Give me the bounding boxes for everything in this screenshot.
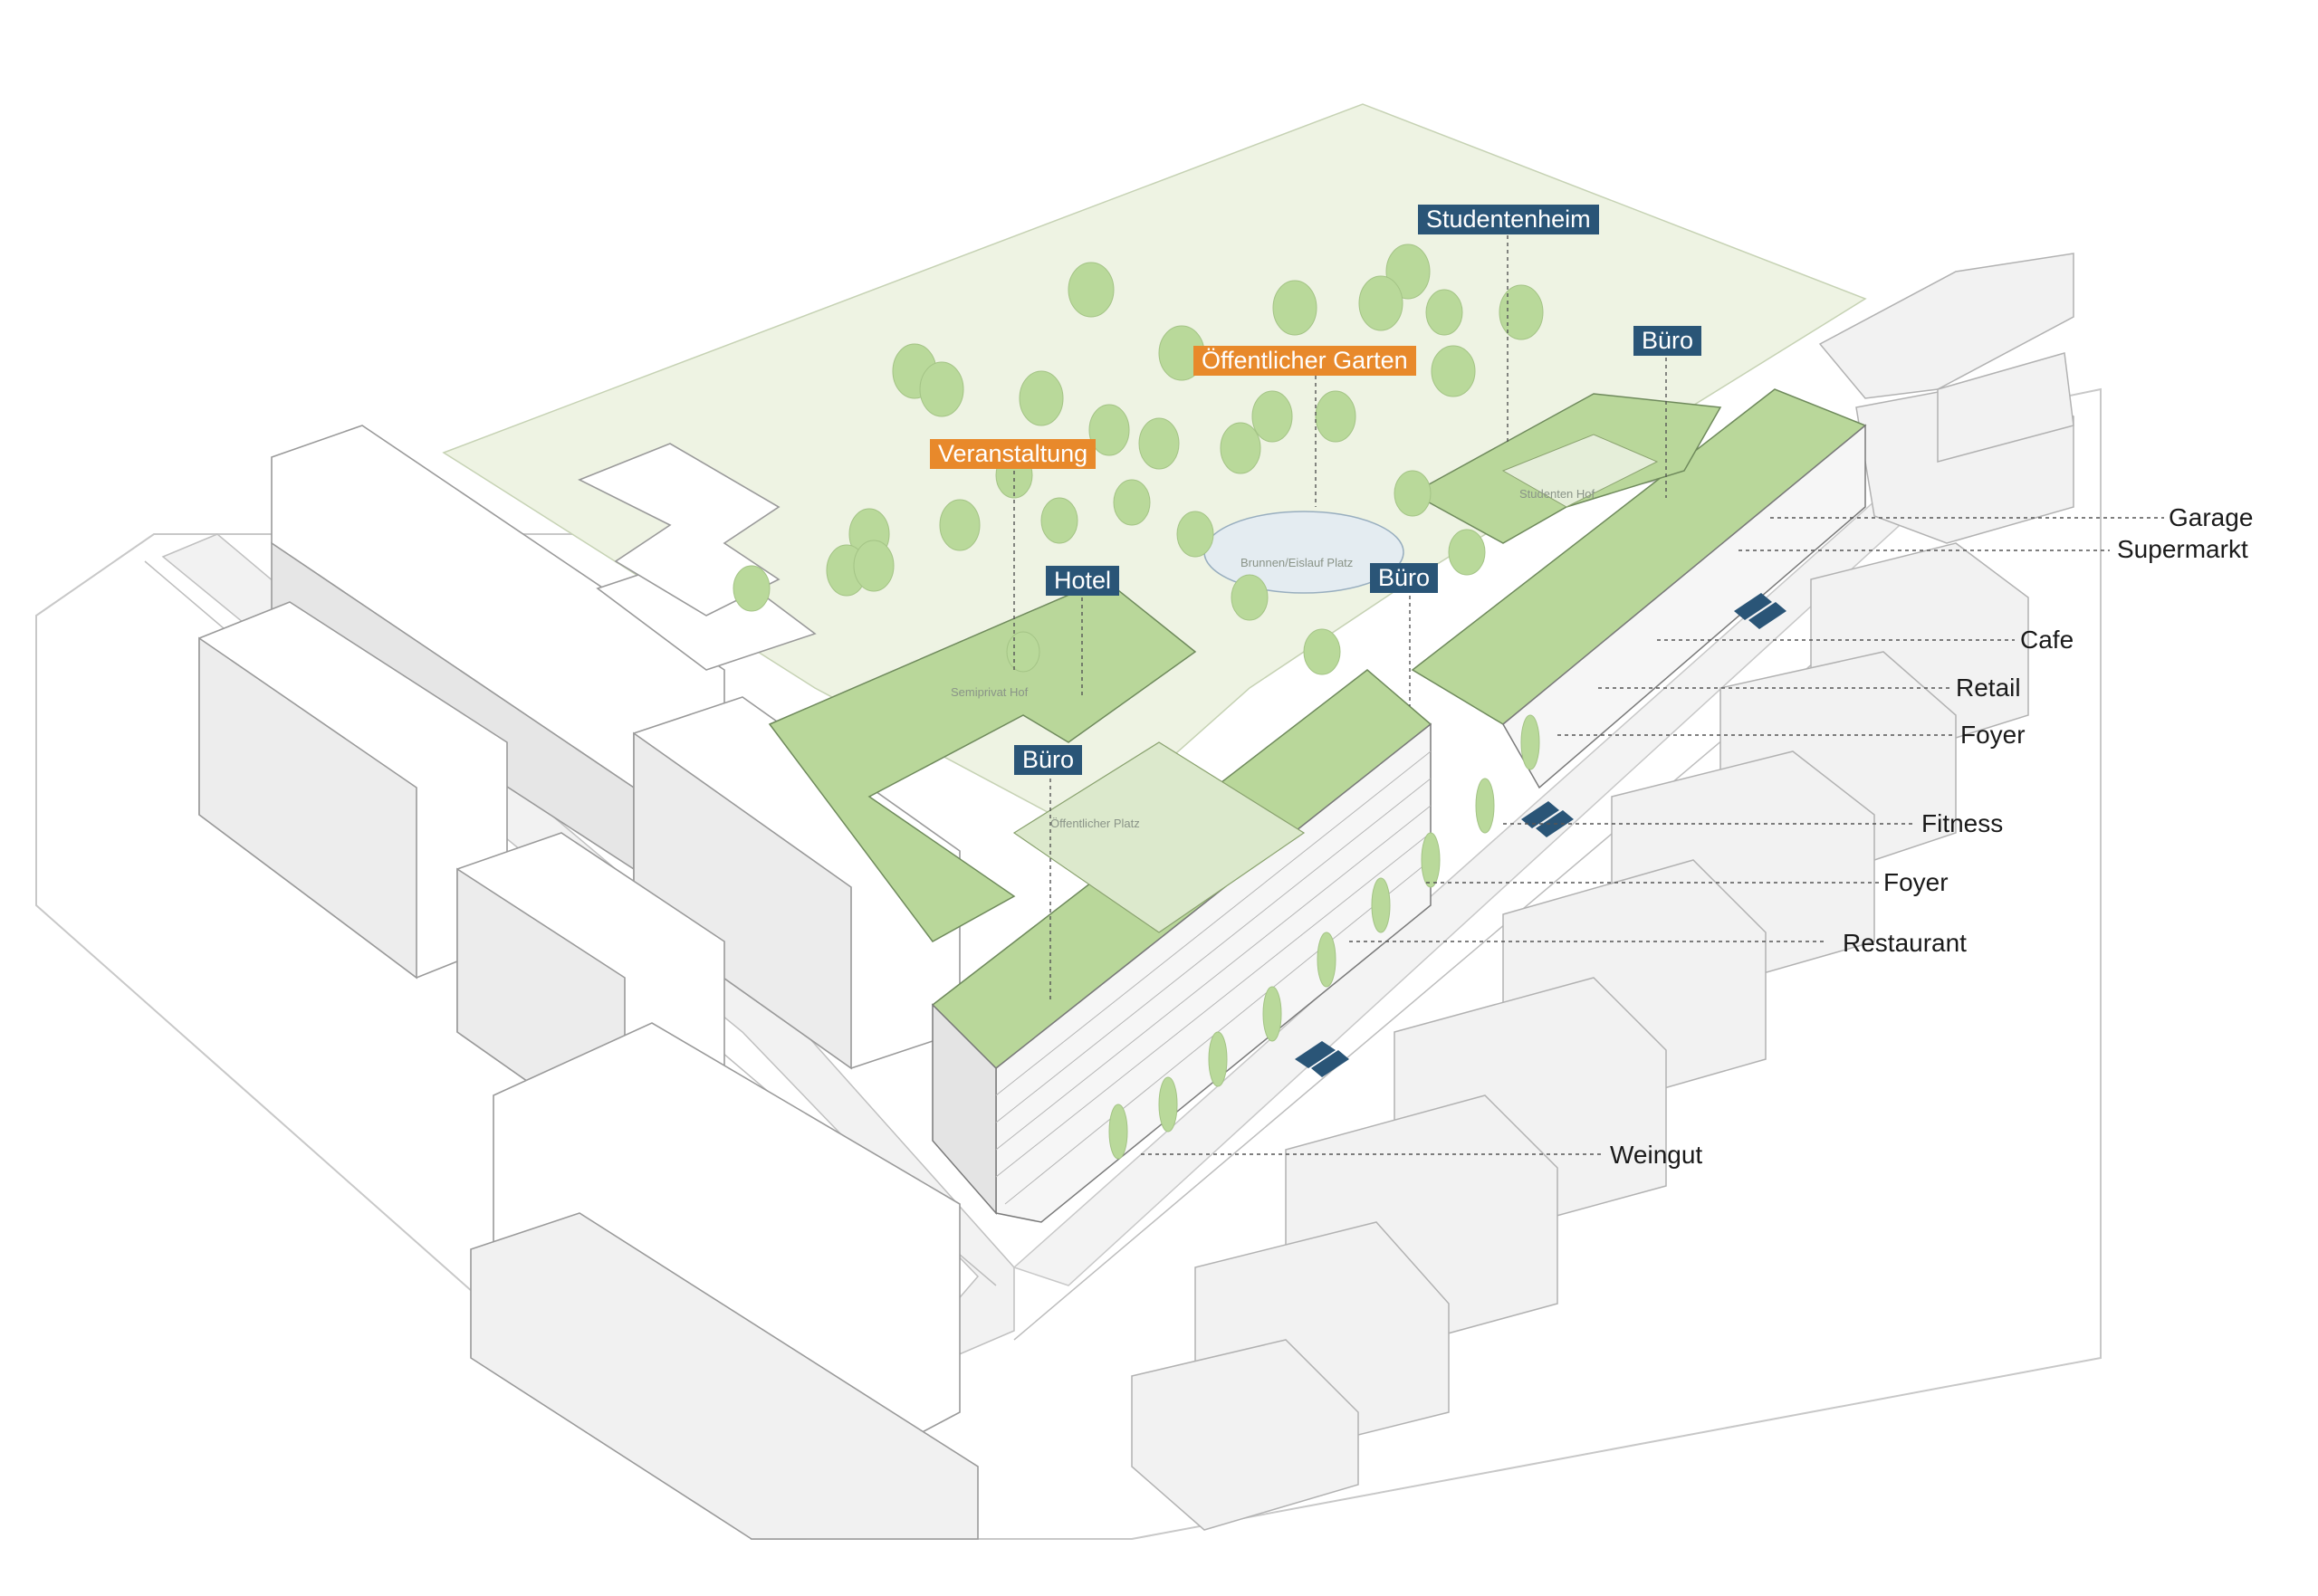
street-tree	[1475, 778, 1495, 834]
tag-veranstaltung: Veranstaltung	[930, 439, 1097, 469]
street-tree	[1208, 1031, 1228, 1087]
tree	[1040, 497, 1078, 544]
street-tree	[1108, 1104, 1128, 1160]
street-tree	[1317, 932, 1336, 988]
entrance-marker	[1734, 593, 1772, 620]
callout-cafe: Cafe	[2020, 626, 2074, 654]
entrance-markers	[1295, 593, 1786, 1077]
tree	[1220, 422, 1261, 474]
oeffentlicher-platz-label: Öffentlicher Platz	[1050, 817, 1140, 830]
callout-garage: Garage	[2169, 503, 2254, 531]
entrance-marker	[1311, 1050, 1349, 1077]
neighbor-block	[578, 443, 781, 616]
tree	[1431, 345, 1476, 397]
neighbor-block	[1131, 1339, 1359, 1531]
tree	[939, 499, 981, 551]
tree	[1272, 280, 1317, 336]
tag-buero-lower: Büro	[1014, 745, 1083, 775]
street-tree	[1158, 1076, 1178, 1132]
tree	[1006, 631, 1040, 673]
neighbor-block	[633, 731, 852, 1070]
callout-supermarkt: Supermarkt	[2117, 535, 2248, 563]
tree	[1231, 574, 1269, 621]
tree	[1358, 275, 1403, 331]
tree	[1315, 390, 1356, 443]
neighbor-block	[1937, 352, 2074, 463]
tree	[1068, 262, 1115, 318]
courtyard-platz	[1012, 741, 1306, 933]
street-tree	[1520, 714, 1540, 770]
tree	[1425, 289, 1463, 336]
tag-buero-upper: Büro	[1633, 326, 1702, 356]
tree	[1303, 628, 1341, 675]
tree	[1394, 470, 1432, 517]
neighbor-blocks-left	[198, 425, 979, 1540]
roof-green-left-wing	[768, 578, 1197, 942]
entrance-marker	[1521, 801, 1559, 828]
facade-stripe	[995, 750, 1432, 1096]
facade-stripe	[995, 832, 1432, 1178]
neighbor-blocks-right	[1131, 253, 2074, 1531]
street-tree	[1262, 986, 1282, 1042]
facade-stripe	[995, 805, 1432, 1151]
tag-buero-middle: Büro	[1370, 563, 1439, 593]
callout-foyer-lower: Foyer	[1883, 868, 1949, 896]
project-buildings	[768, 388, 1867, 1223]
callout-weingut: Weingut	[1610, 1141, 1703, 1169]
neighbor-block	[198, 636, 417, 980]
tree	[1448, 529, 1486, 576]
semiprivat-hof-label: Semiprivat Hof	[951, 685, 1029, 699]
entrance-marker	[1295, 1041, 1336, 1068]
end-facade-lower-block	[932, 1003, 997, 1215]
callout-fitness: Fitness	[1921, 809, 2004, 837]
entrance-marker	[1748, 602, 1786, 629]
tag-hotel: Hotel	[1046, 566, 1120, 596]
tag-studentenheim: Studentenheim	[1418, 205, 1599, 234]
tree	[1019, 370, 1064, 426]
trees	[733, 244, 1544, 1160]
tree	[1176, 511, 1214, 558]
tree	[1138, 417, 1180, 470]
tree	[733, 565, 771, 612]
street-tree	[1371, 877, 1391, 933]
callout-restaurant: Restaurant	[1843, 929, 1967, 957]
tree	[1251, 390, 1293, 443]
tree	[1088, 404, 1130, 456]
neighbor-block	[470, 1212, 979, 1540]
neighbor-block	[1818, 253, 2074, 399]
studenten-hof-label: Studenten Hof	[1519, 487, 1595, 501]
callout-foyer-upper: Foyer	[1960, 721, 2026, 749]
facade-stripes	[995, 750, 1432, 1205]
studenten-hof	[1501, 434, 1659, 508]
tree	[1113, 479, 1151, 526]
leader-lines	[1013, 235, 2164, 1155]
tree	[853, 540, 895, 592]
brunnen-label: Brunnen/Eislauf Platz	[1240, 556, 1354, 569]
tag-oeffentlicher-garten: Öffentlicher Garten	[1193, 346, 1416, 376]
callout-retail: Retail	[1956, 674, 2021, 702]
tree	[1499, 284, 1544, 340]
street-tree	[1421, 832, 1441, 888]
tree	[919, 361, 964, 417]
facade-stripe	[995, 778, 1432, 1123]
